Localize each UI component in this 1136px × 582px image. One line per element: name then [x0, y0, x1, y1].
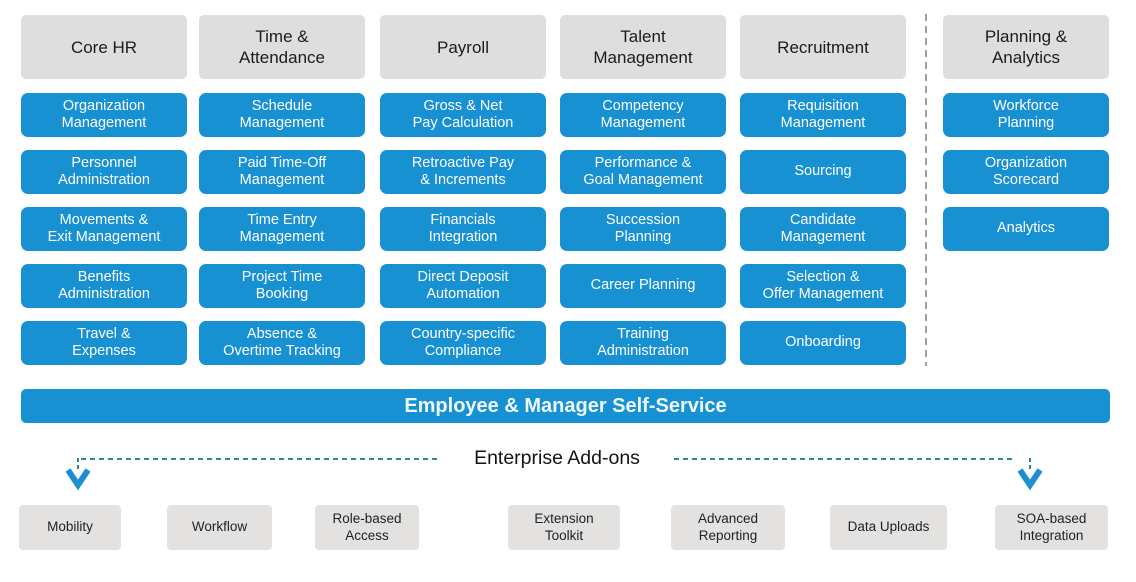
module-box: Analytics: [943, 207, 1109, 251]
down-arrow-icon-right: [1017, 458, 1043, 491]
module-box: Requisition Management: [740, 93, 906, 137]
dashed-connector-left: [81, 458, 437, 460]
addon-box: SOA-based Integration: [995, 505, 1108, 550]
module-box: Movements & Exit Management: [21, 207, 187, 251]
self-service-bar: Employee & Manager Self-Service: [21, 389, 1110, 423]
module-box: Schedule Management: [199, 93, 365, 137]
module-box: Travel & Expenses: [21, 321, 187, 365]
module-box: Retroactive Pay & Increments: [380, 150, 546, 194]
module-box: Competency Management: [560, 93, 726, 137]
module-box: Organization Management: [21, 93, 187, 137]
module-box: Candidate Management: [740, 207, 906, 251]
column-header-talent-management: Talent Management: [560, 15, 726, 79]
addon-box: Data Uploads: [830, 505, 947, 550]
module-box: Career Planning: [560, 264, 726, 308]
module-box: Project Time Booking: [199, 264, 365, 308]
module-box: Financials Integration: [380, 207, 546, 251]
module-box: Succession Planning: [560, 207, 726, 251]
module-box: Workforce Planning: [943, 93, 1109, 137]
module-box: Onboarding: [740, 321, 906, 365]
addon-box: Role-based Access: [315, 505, 419, 550]
module-box: Absence & Overtime Tracking: [199, 321, 365, 365]
addon-box: Advanced Reporting: [671, 505, 785, 550]
section-divider: [925, 14, 927, 366]
module-box: Benefits Administration: [21, 264, 187, 308]
module-box: Organization Scorecard: [943, 150, 1109, 194]
dashed-connector-right: [674, 458, 1014, 460]
column-header-core-hr: Core HR: [21, 15, 187, 79]
module-box: Direct Deposit Automation: [380, 264, 546, 308]
module-box: Gross & Net Pay Calculation: [380, 93, 546, 137]
addon-box: Extension Toolkit: [508, 505, 620, 550]
down-arrow-icon-left: [65, 458, 91, 491]
column-header-recruitment: Recruitment: [740, 15, 906, 79]
module-box: Paid Time-Off Management: [199, 150, 365, 194]
module-box: Country-specific Compliance: [380, 321, 546, 365]
module-box: Personnel Administration: [21, 150, 187, 194]
column-header-payroll: Payroll: [380, 15, 546, 79]
column-header-planning-analytics: Planning & Analytics: [943, 15, 1109, 79]
module-box: Performance & Goal Management: [560, 150, 726, 194]
module-box: Sourcing: [740, 150, 906, 194]
addon-box: Mobility: [19, 505, 121, 550]
addon-box: Workflow: [167, 505, 272, 550]
module-box: Time Entry Management: [199, 207, 365, 251]
module-box: Training Administration: [560, 321, 726, 365]
column-header-time-attendance: Time & Attendance: [199, 15, 365, 79]
module-box: Selection & Offer Management: [740, 264, 906, 308]
enterprise-addons-title: Enterprise Add-ons: [474, 447, 640, 469]
